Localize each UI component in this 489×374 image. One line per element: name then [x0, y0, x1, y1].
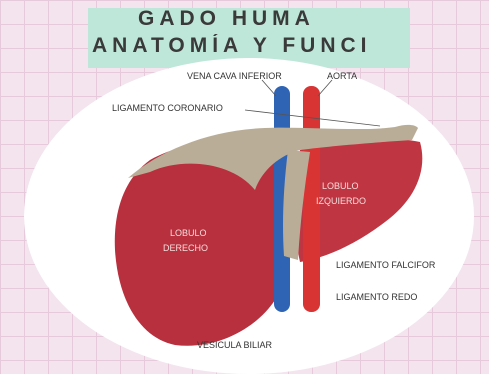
- label-aorta: AORTA: [327, 71, 357, 81]
- label-lobulo-derecho-1: LOBULO: [170, 227, 207, 239]
- label-vesicula-biliar: VESICULA BILIAR: [197, 340, 272, 350]
- label-ligamento-falciforme: LIGAMENTO FALCIFOR: [336, 260, 435, 270]
- aorta-leader: [318, 80, 332, 96]
- label-lobulo-izquierdo-2: IZQUIERDO: [316, 195, 366, 207]
- label-vena-cava: VENA CAVA INFERIOR: [187, 71, 282, 81]
- label-ligamento-redondo: LIGAMENTO REDO: [336, 292, 417, 302]
- label-ligamento-coronario: LIGAMENTO CORONARIO: [112, 103, 223, 113]
- vena-cava-leader: [262, 80, 276, 96]
- label-lobulo-izquierdo-1: LOBULO: [322, 180, 359, 192]
- label-lobulo-derecho-2: DERECHO: [163, 242, 208, 254]
